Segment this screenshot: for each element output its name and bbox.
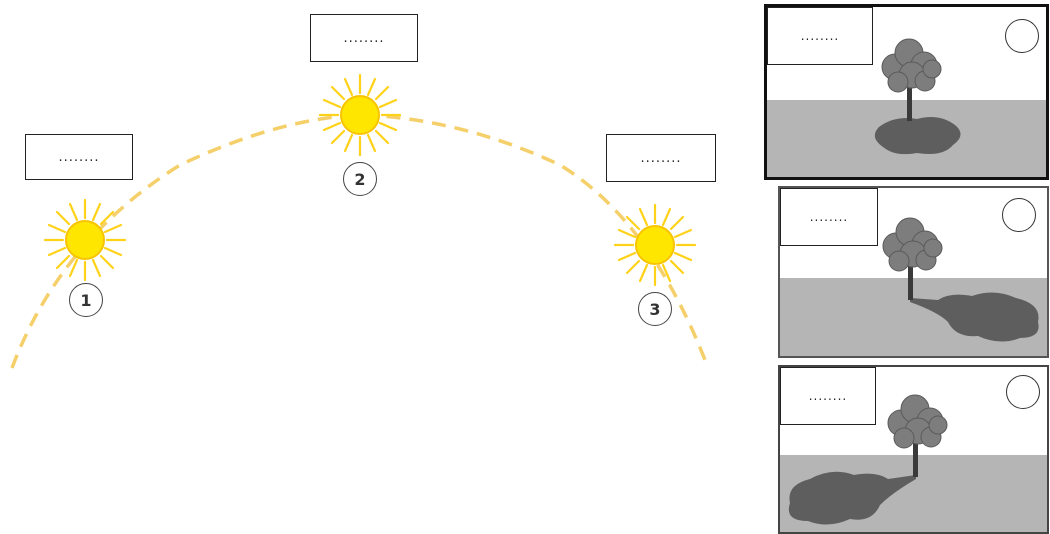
panel-3-answer-circle[interactable] [1006,375,1040,409]
tree-shadow-scene [780,217,1047,356]
panel-2-answer-circle[interactable] [1002,198,1036,232]
tree-shadow-scene [780,394,1047,532]
panel-3-label[interactable]: ........ [780,367,876,425]
tree-shadow-scene [767,38,1046,177]
sun-icon [613,203,697,287]
shadow-panel-1: ........ [764,4,1049,180]
sun-icon [43,198,127,282]
sun-3-label-box[interactable]: ........ [606,134,716,182]
panel-1-answer-circle[interactable] [1005,19,1039,53]
panel-1-label[interactable]: ........ [767,7,873,65]
shadow-panel-2: ........ [778,186,1049,358]
sun-2-number: 2 [343,162,377,196]
shadow-panel-3: ........ [778,365,1049,534]
sun-3-number: 3 [638,292,672,326]
sun-2-label-box[interactable]: ........ [310,14,418,62]
sun-1-number: 1 [69,283,103,317]
sun-1-label-box[interactable]: ........ [25,134,133,180]
panel-2-label[interactable]: ........ [780,188,878,246]
sun-icon [318,73,402,157]
